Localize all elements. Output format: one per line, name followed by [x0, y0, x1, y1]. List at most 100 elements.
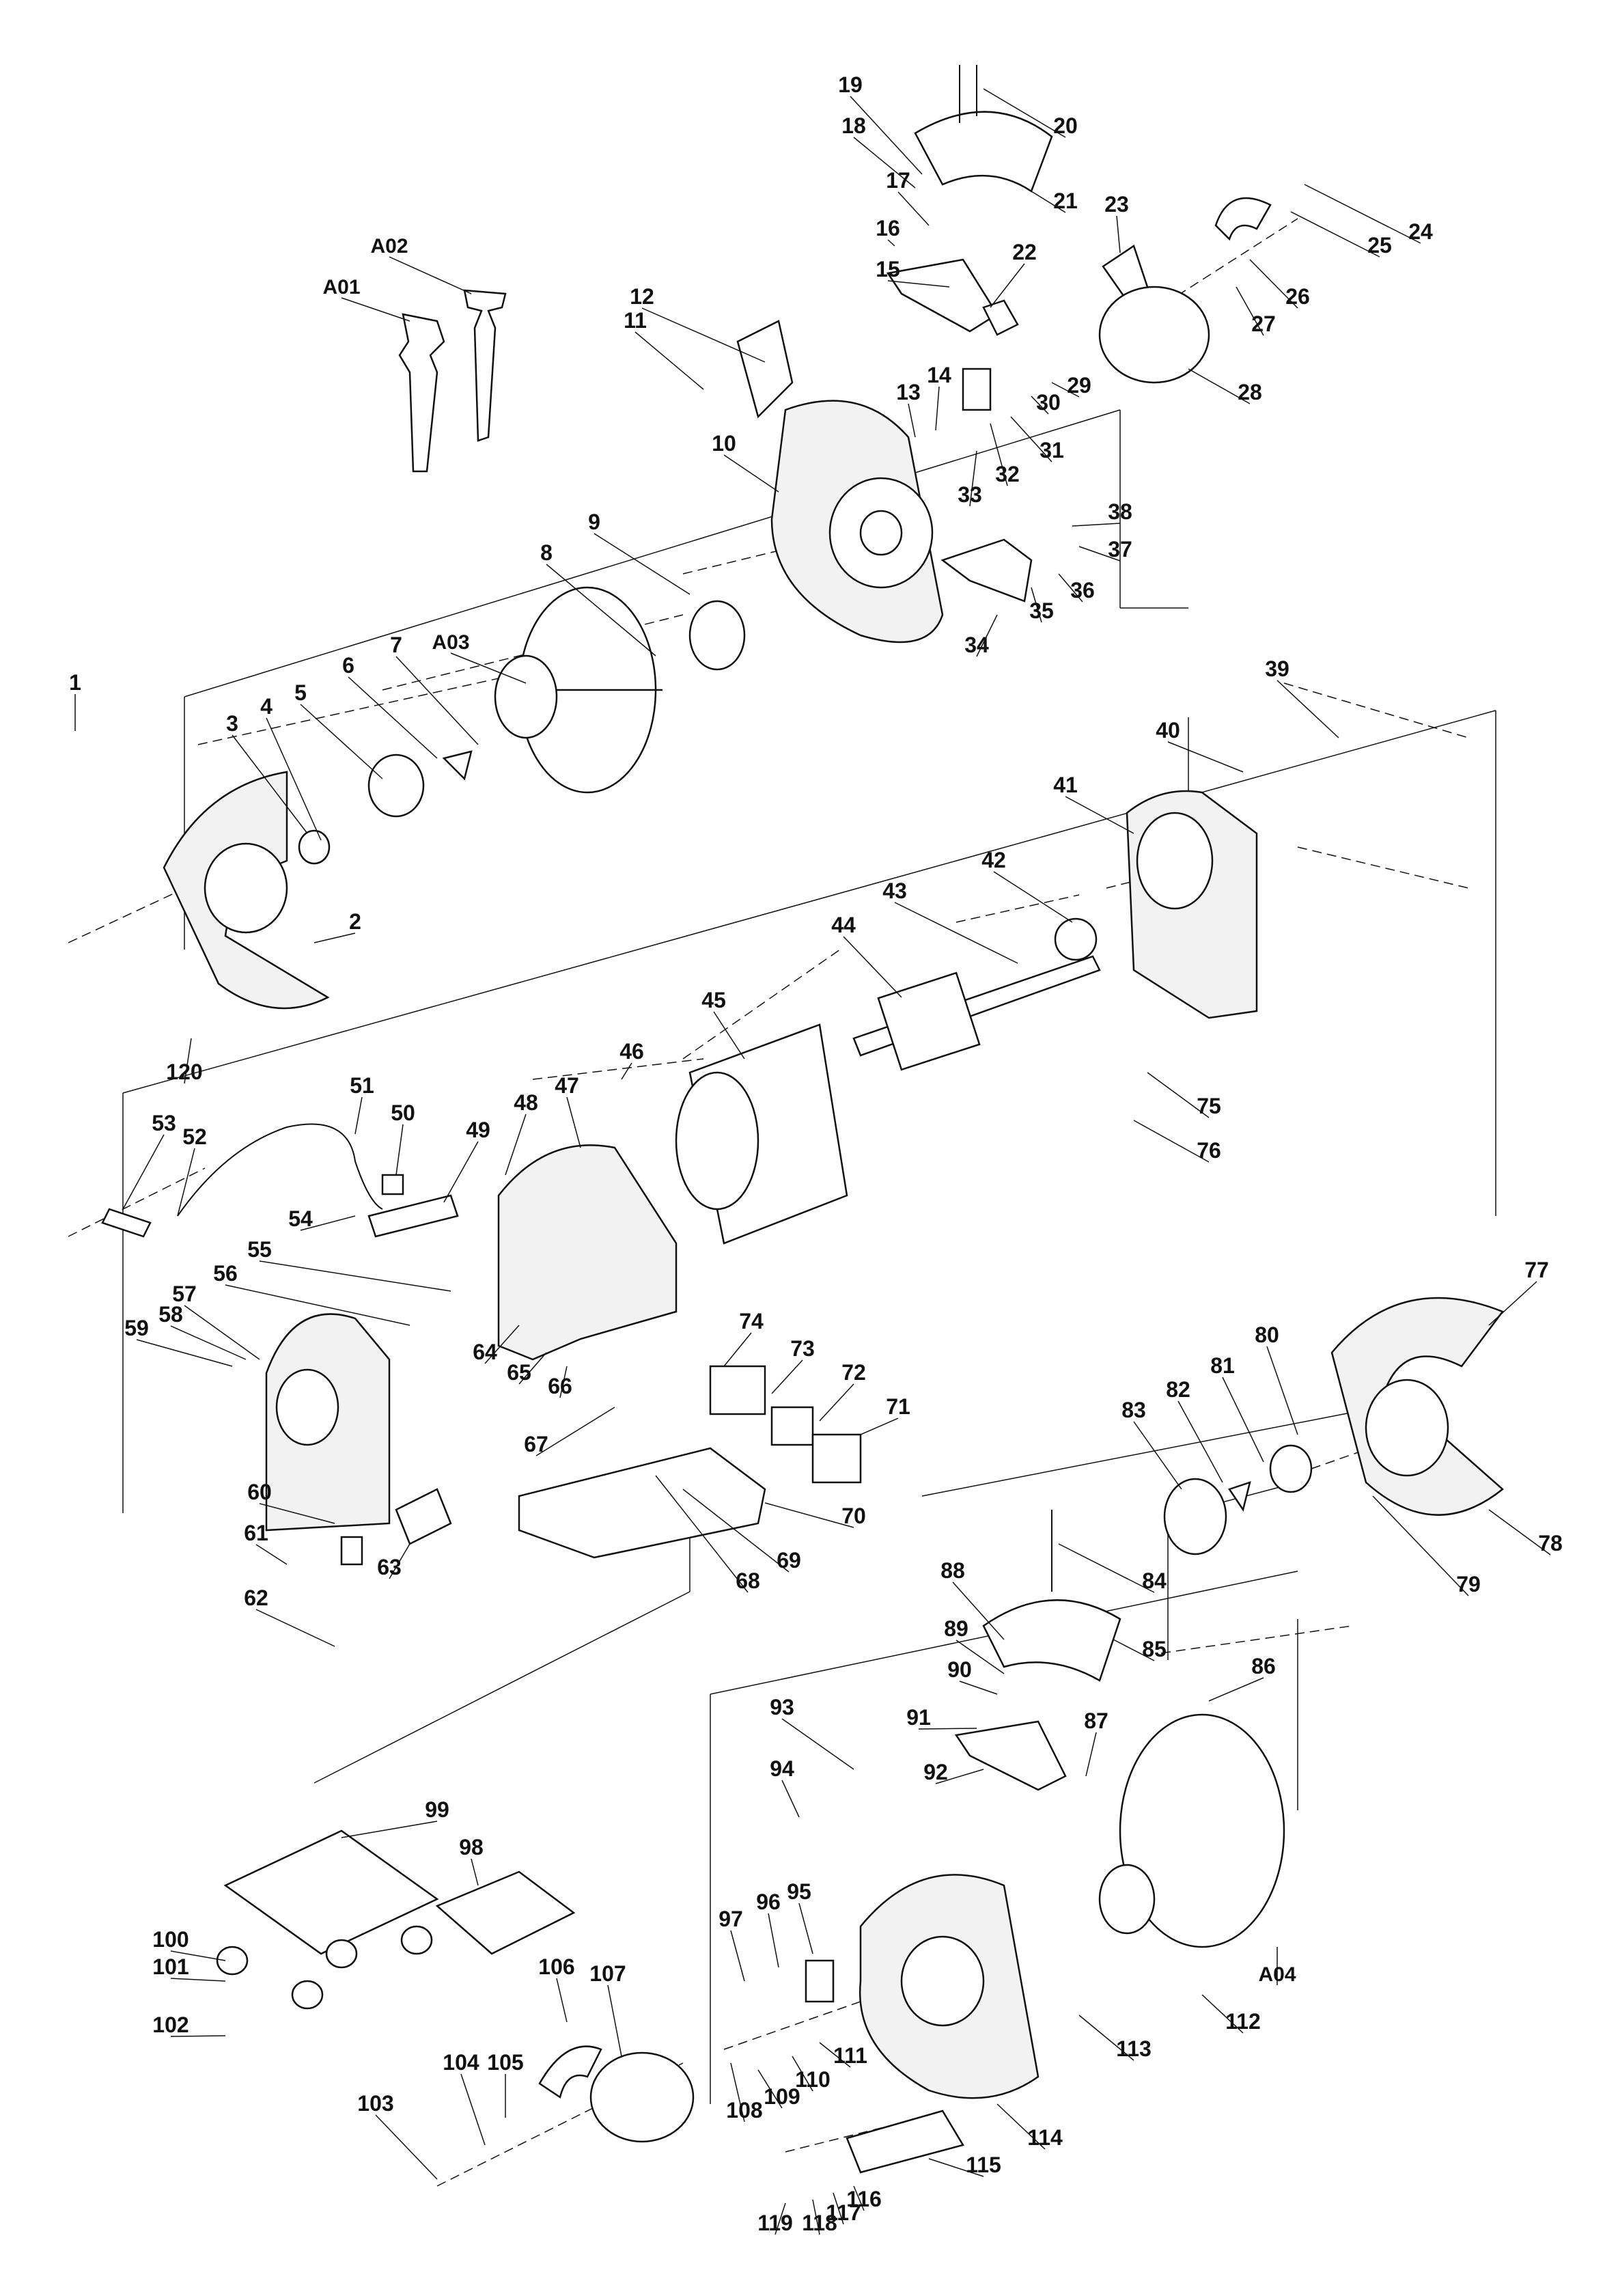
part-label-87: 87 [1084, 1709, 1108, 1777]
leader-line-84 [1058, 1543, 1155, 1593]
part-label-34: 34 [964, 614, 998, 657]
leader-line-57 [184, 1305, 260, 1360]
leader-line-69 [682, 1489, 790, 1573]
leader-line-56 [225, 1284, 410, 1326]
part-number-75: 75 [1197, 1094, 1221, 1118]
part-label-4: 4 [260, 694, 322, 841]
leader-line-30 [1031, 396, 1049, 415]
part-label-90: 90 [947, 1657, 998, 1695]
part-number-24: 24 [1408, 219, 1433, 244]
part-number-11: 11 [624, 308, 647, 333]
part-number-12: 12 [630, 284, 654, 309]
part-label-39: 39 [1265, 656, 1339, 738]
part-number-90: 90 [947, 1657, 972, 1682]
part-label-20: 20 [983, 88, 1078, 138]
leader-line-96 [768, 1913, 779, 1968]
leader-line-119 [775, 2202, 786, 2235]
leader-line-36 [1058, 573, 1083, 603]
rubber-feet-shape [216, 1925, 433, 2010]
part-label-95: 95 [787, 1879, 813, 1954]
leader-line-117 [833, 2192, 844, 2225]
leader-line-58 [170, 1325, 247, 1360]
part-number-32: 32 [995, 462, 1020, 486]
part-label-45: 45 [701, 988, 745, 1060]
leader-line-73 [771, 1359, 803, 1394]
leader-line-50 [395, 1124, 404, 1176]
capacitor-shape [340, 1488, 452, 1566]
part-number-113: 113 [1116, 2036, 1152, 2061]
part-number-19: 19 [838, 72, 863, 97]
leader-line-18 [853, 137, 916, 189]
lower-grinding-wheel-shape [1098, 1713, 1285, 1948]
part-number-54: 54 [288, 1206, 313, 1231]
part-number-58: 58 [158, 1302, 183, 1327]
part-label-93: 93 [770, 1695, 854, 1770]
leader-line-104 [460, 2073, 486, 2146]
part-number-83: 83 [1121, 1398, 1146, 1422]
part-label-30: 30 [1031, 390, 1061, 415]
part-label-28: 28 [1188, 368, 1262, 404]
part-number-102: 102 [152, 2013, 189, 2037]
leader-line-a02 [389, 256, 472, 294]
part-label-71: 71 [860, 1394, 910, 1435]
part-label-5: 5 [294, 680, 383, 779]
part-number-34: 34 [964, 633, 989, 657]
part-label-a02: A02 [370, 235, 472, 294]
part-label-48: 48 [505, 1090, 538, 1176]
part-label-44: 44 [831, 913, 902, 998]
part-number-39: 39 [1265, 656, 1289, 681]
part-number-13: 13 [896, 380, 921, 404]
leader-line-88 [952, 1581, 1005, 1640]
part-label-43: 43 [882, 879, 1018, 964]
part-label-97: 97 [719, 1907, 745, 1982]
part-label-101: 101 [152, 1954, 226, 1982]
part-label-120: 120 [166, 1038, 203, 1084]
leader-line-39 [1277, 680, 1339, 738]
part-label-22: 22 [990, 240, 1037, 308]
part-label-13: 13 [896, 380, 921, 438]
part-number-77: 77 [1524, 1258, 1549, 1282]
part-number-37: 37 [1108, 537, 1132, 562]
part-number-44: 44 [831, 913, 856, 937]
part-number-76: 76 [1197, 1138, 1221, 1163]
part-label-80: 80 [1255, 1323, 1298, 1435]
part-label-52: 52 [177, 1124, 207, 1217]
part-number-27: 27 [1251, 312, 1276, 336]
part-label-15: 15 [876, 257, 950, 288]
right-wheel-guard-shape [1330, 1297, 1504, 1516]
part-label-55: 55 [247, 1237, 451, 1292]
leader-line-101 [170, 1978, 226, 1982]
leader-line-64 [484, 1325, 520, 1364]
leader-line-94 [781, 1780, 800, 1818]
part-label-9: 9 [588, 510, 691, 595]
part-number-50: 50 [391, 1101, 415, 1125]
leader-line-41 [1065, 796, 1134, 834]
part-number-70: 70 [841, 1504, 866, 1528]
part-label-98: 98 [459, 1835, 484, 1886]
leader-line-19 [850, 96, 923, 175]
part-number-84: 84 [1142, 1568, 1167, 1593]
leader-line-6 [348, 676, 438, 759]
part-label-25: 25 [1290, 211, 1392, 258]
part-number-55: 55 [247, 1237, 272, 1262]
part-number-97: 97 [719, 1907, 743, 1931]
part-label-119: 119 [757, 2202, 793, 2235]
leader-line-78 [1488, 1509, 1551, 1555]
rear-housing-shape [1126, 790, 1258, 1019]
part-number-40: 40 [1156, 718, 1180, 743]
part-label-40: 40 [1156, 718, 1244, 773]
leader-line-3 [232, 734, 308, 834]
part-number-21: 21 [1053, 189, 1078, 213]
part-number-86: 86 [1251, 1654, 1276, 1678]
part-label-72: 72 [819, 1360, 866, 1422]
power-cord-shape [101, 1123, 383, 1238]
part-number-111: 111 [833, 2043, 867, 2068]
part-number-95: 95 [787, 1879, 811, 1904]
part-label-37: 37 [1078, 537, 1132, 562]
upper-tool-rest-shape [940, 368, 1033, 603]
part-number-101: 101 [152, 1954, 189, 1979]
leader-line-47 [566, 1096, 581, 1148]
part-number-87: 87 [1084, 1709, 1108, 1733]
part-number-119: 119 [757, 2211, 793, 2235]
